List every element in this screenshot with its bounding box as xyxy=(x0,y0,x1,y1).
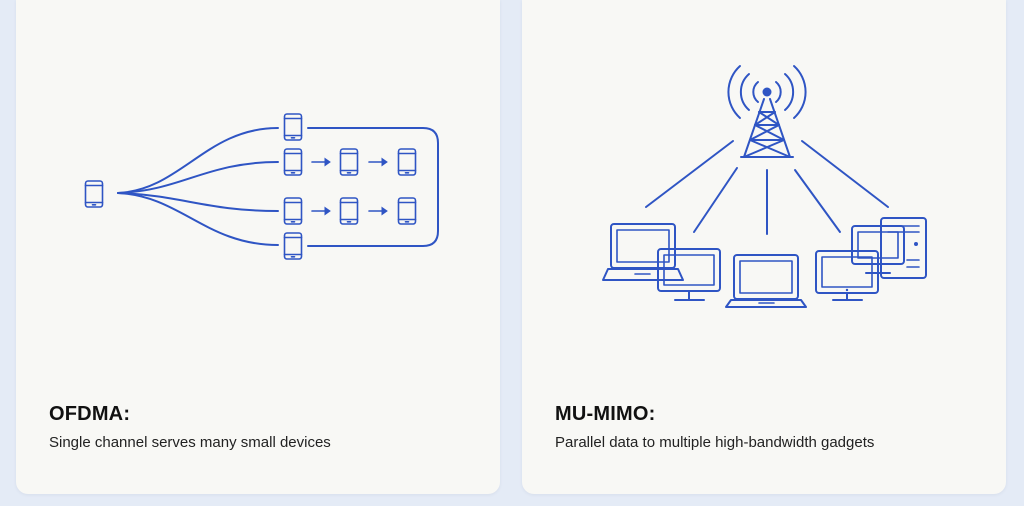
mumimo-diagram xyxy=(602,65,927,308)
ofdma-card: OFDMA: Single channel serves many small … xyxy=(16,0,500,494)
mumimo-card: MU-MIMO: Parallel data to multiple high-… xyxy=(522,0,1006,494)
laptop-icon xyxy=(725,254,807,308)
phone-icon xyxy=(339,148,359,176)
source-phone-icon xyxy=(84,180,104,208)
ofdma-diagram xyxy=(84,113,439,260)
spatial-streams xyxy=(645,140,889,235)
antenna-tower-icon xyxy=(727,65,807,158)
phone-icon xyxy=(397,197,417,225)
arrow-icon xyxy=(368,157,388,167)
arrow-icon xyxy=(311,206,331,216)
arrow-icon xyxy=(368,206,388,216)
phone-icon xyxy=(283,113,303,141)
monitor-icon xyxy=(657,248,721,301)
desktop-tower-icon xyxy=(851,217,927,279)
ofdma-title: OFDMA: xyxy=(49,403,131,425)
mumimo-description: Parallel data to multiple high-bandwidth… xyxy=(555,434,875,451)
channel-bracket xyxy=(307,127,439,247)
arrow-icon xyxy=(311,157,331,167)
subchannel-curves xyxy=(117,127,279,246)
phone-icon xyxy=(283,148,303,176)
phone-icon xyxy=(397,148,417,176)
ofdma-description: Single channel serves many small devices xyxy=(49,434,331,451)
mumimo-title: MU-MIMO: xyxy=(555,403,656,425)
phone-icon xyxy=(283,197,303,225)
laptop-icon xyxy=(602,223,684,281)
phone-icon xyxy=(339,197,359,225)
phone-icon xyxy=(283,232,303,260)
